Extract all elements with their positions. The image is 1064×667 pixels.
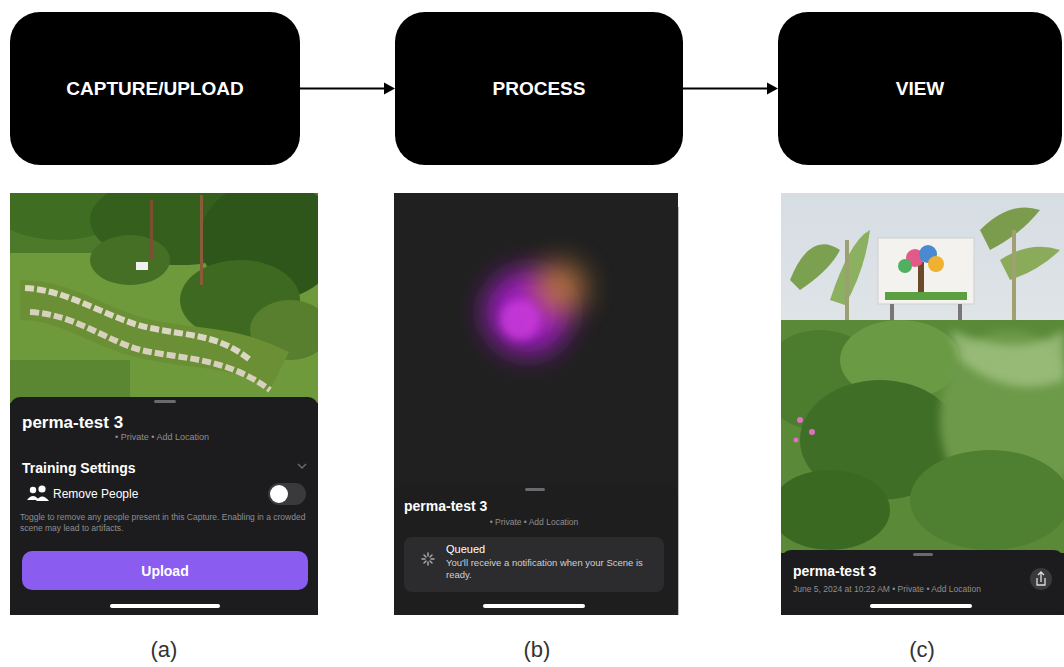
process-box: CAPTURE/UPLOAD: [10, 12, 300, 165]
scene-title: perma-test 3: [22, 412, 302, 433]
flow-arrow: [683, 82, 778, 94]
flow-arrow: [300, 82, 395, 94]
panel-caption: (b): [507, 636, 567, 664]
process-box: PROCESS: [395, 12, 683, 165]
scene-meta: • Private • Add Location: [22, 432, 302, 443]
process-screenshot: [394, 193, 679, 615]
scene-meta: • Private • Add Location: [404, 517, 664, 528]
scene-title: perma-test 3: [793, 562, 1013, 580]
upload-button-label: Upload: [22, 562, 308, 580]
capture-screenshot: [0, 170, 340, 615]
step-label: CAPTURE/UPLOAD: [66, 77, 243, 100]
setting-help: Toggle to remove any people present in t…: [20, 512, 314, 534]
step-label: VIEW: [896, 77, 945, 100]
section-heading: Training Settings: [22, 459, 272, 477]
step-label: PROCESS: [493, 77, 586, 100]
scene-title: perma-test 3: [404, 497, 664, 515]
setting-label: Remove People: [53, 487, 253, 502]
panel-caption: (a): [134, 636, 194, 664]
process-box: VIEW: [778, 12, 1062, 165]
status-heading: Queued: [446, 542, 656, 556]
view-screenshot: [760, 193, 1064, 615]
status-message: You'll receive a notification when your …: [446, 557, 658, 581]
panel-caption: (c): [892, 636, 952, 664]
scene-meta: June 5, 2024 at 10:22 AM • Private • Add…: [793, 584, 1028, 595]
